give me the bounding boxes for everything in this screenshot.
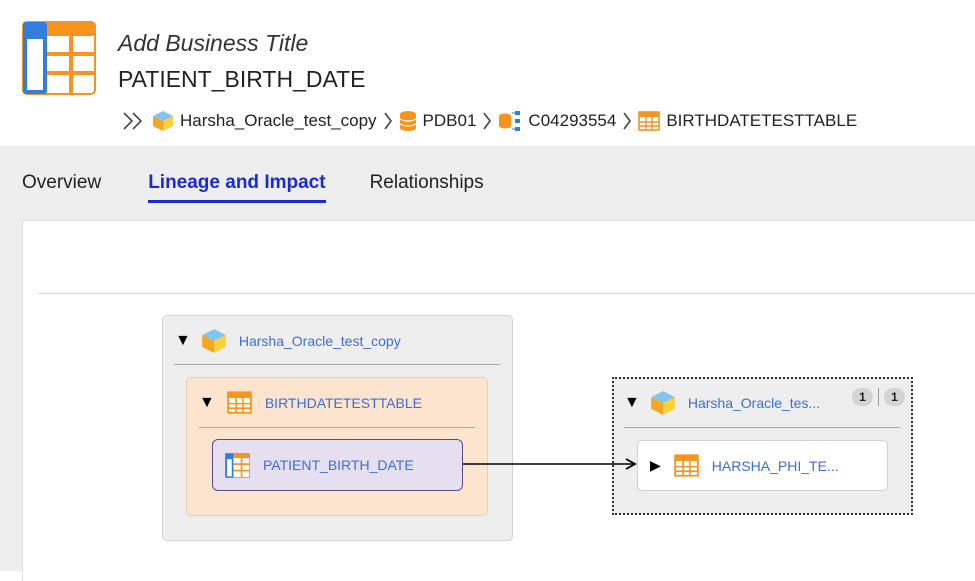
source-system-label[interactable]: Harsha_Oracle_test_copy [238, 333, 401, 349]
schema-icon [499, 111, 521, 131]
target-system-header: ▼ Harsha_Oracle_tes... [624, 390, 820, 416]
breadcrumb-item-schema[interactable]: C04293554 [498, 110, 616, 132]
source-system-rule [174, 364, 500, 365]
source-table-header: ▼ BIRTHDATETESTTABLE [199, 391, 422, 414]
source-system-header: ▼ Harsha_Oracle_test_copy [175, 328, 401, 354]
collapse-triangle-icon[interactable]: ▼ [624, 394, 640, 411]
chevron-right-icon [622, 111, 632, 131]
tab-overview[interactable]: Overview [22, 172, 102, 193]
source-column-label: PATIENT_BIRTH_DATE [263, 457, 414, 473]
collapse-triangle-icon[interactable]: ▼ [175, 332, 191, 349]
page-title: PATIENT_BIRTH_DATE [118, 66, 366, 92]
business-title-field[interactable]: Add Business Title [118, 30, 309, 56]
source-column-node[interactable]: PATIENT_BIRTH_DATE [212, 439, 463, 491]
tab-lineage-and-impact[interactable]: Lineage and Impact [148, 172, 326, 203]
breadcrumb-item-table[interactable]: BIRTHDATETESTTABLE [638, 111, 857, 131]
tab-relationships[interactable]: Relationships [369, 172, 484, 193]
chevron-right-icon [383, 111, 393, 131]
expand-triangle-icon[interactable]: ▶ [650, 457, 661, 473]
database-icon [399, 111, 416, 131]
table-column-icon [22, 21, 96, 95]
column-icon [225, 452, 250, 478]
badge-divider [878, 388, 879, 406]
asset-header: Add Business Title PATIENT_BIRTH_DATE Ha… [0, 0, 975, 146]
breadcrumb-label: Harsha_Oracle_test_copy [180, 111, 377, 130]
breadcrumb-item-system[interactable]: Harsha_Oracle_test_copy [152, 110, 377, 132]
tab-bar: Overview Lineage and Impact Relationship… [22, 172, 484, 203]
breadcrumb-expand-icon[interactable] [122, 111, 146, 131]
target-table-node[interactable]: ▶ HARSHA_PHI_TE... [637, 440, 888, 491]
chevron-right-icon [482, 111, 492, 131]
table-icon [227, 391, 252, 414]
source-table-rule [199, 427, 475, 428]
toolbar-divider [38, 293, 975, 294]
count-badge-right[interactable]: 1 [884, 388, 905, 406]
cube-icon [202, 329, 226, 353]
source-table-label[interactable]: BIRTHDATETESTTABLE [264, 394, 422, 411]
table-icon [674, 454, 699, 477]
breadcrumb-item-database[interactable]: PDB01 [399, 110, 477, 132]
breadcrumb-label: BIRTHDATETESTTABLE [666, 111, 858, 130]
cube-icon [153, 111, 173, 131]
table-icon [638, 111, 661, 131]
target-system-label[interactable]: Harsha_Oracle_tes... [687, 395, 821, 411]
target-system-rule [624, 427, 900, 428]
cube-icon [651, 391, 675, 415]
breadcrumb: Harsha_Oracle_test_copy PDB01 [116, 108, 857, 134]
breadcrumb-label: PDB01 [422, 111, 477, 130]
collapse-triangle-icon[interactable]: ▼ [199, 393, 215, 411]
count-badge-left[interactable]: 1 [852, 388, 873, 406]
target-table-label: HARSHA_PHI_TE... [711, 457, 839, 474]
breadcrumb-label: C04293554 [528, 111, 617, 130]
